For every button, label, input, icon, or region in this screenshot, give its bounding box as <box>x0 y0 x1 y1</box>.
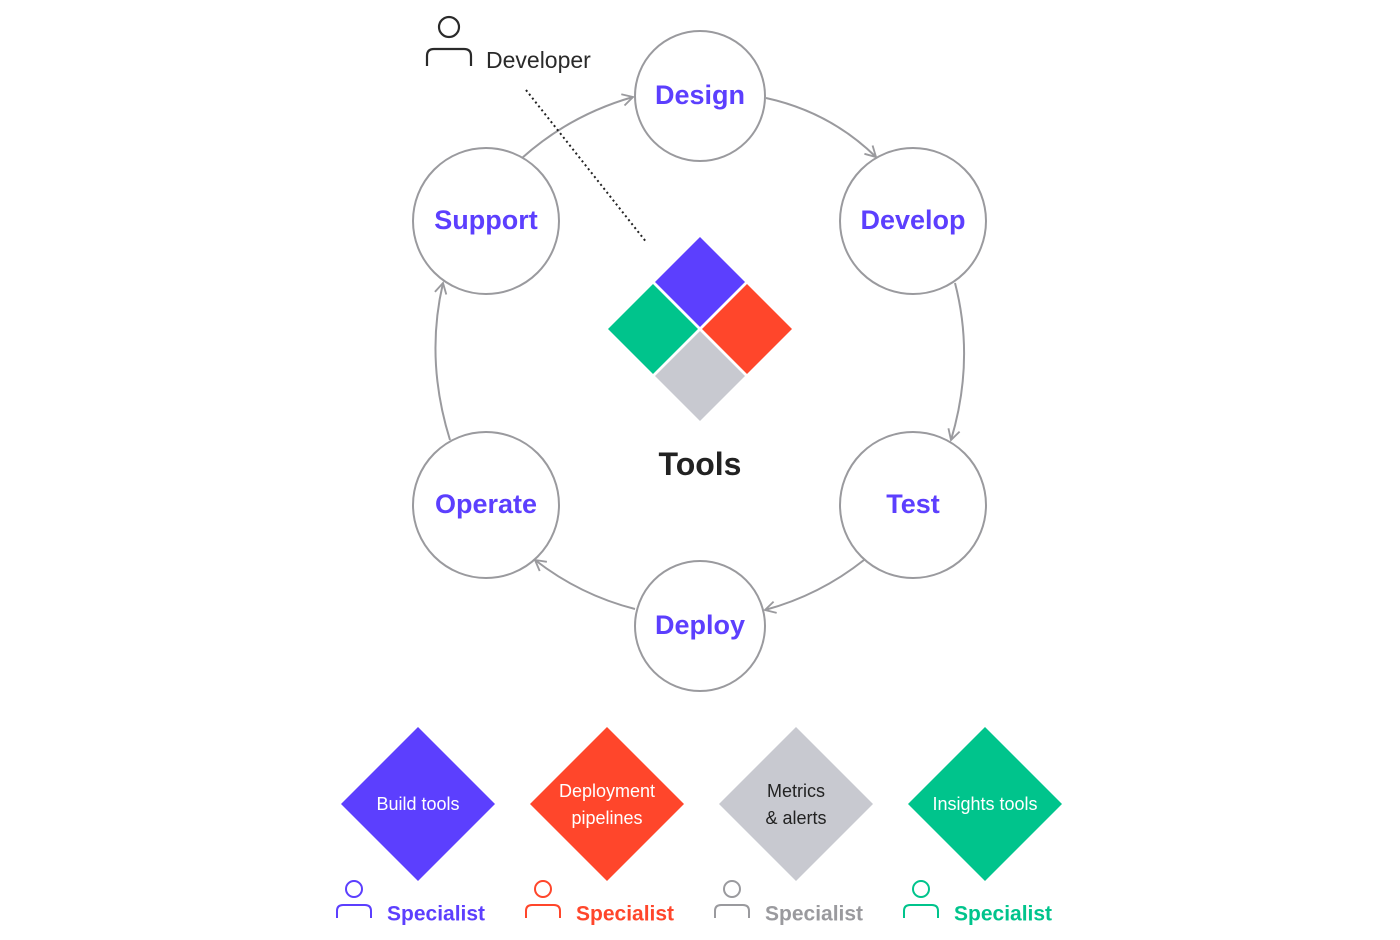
tools-logo <box>608 237 792 421</box>
stage-support: Support <box>412 147 560 295</box>
tools-logo-purple <box>655 237 745 327</box>
stage-develop: Develop <box>839 147 987 295</box>
tool-diamond <box>341 727 495 881</box>
tool-label: Build tools <box>376 794 459 814</box>
tool-diamond <box>719 727 873 881</box>
specialist-person-icon <box>714 880 750 918</box>
stage-deploy: Deploy <box>634 560 766 692</box>
svg-text:Operate: Operate <box>435 489 537 519</box>
arrow-support-to-design <box>521 93 635 159</box>
developer: Developer <box>425 15 591 73</box>
svg-text:Support: Support <box>434 205 537 235</box>
specialist-person-icon <box>336 880 372 918</box>
arrow-test-to-deploy <box>763 559 865 614</box>
specialist-label: Specialist <box>576 903 674 926</box>
stage-operate: Operate <box>412 431 560 579</box>
tool-label: Deployment <box>559 781 655 801</box>
tool-diamond <box>908 727 1062 881</box>
tool-diamond <box>530 727 684 881</box>
stage-design: Design <box>634 30 766 162</box>
tool-label: pipelines <box>571 808 642 828</box>
svg-text:Develop: Develop <box>860 205 965 235</box>
stage-test: Test <box>839 431 987 579</box>
tool-label: & alerts <box>765 808 826 828</box>
specialist-label: Specialist <box>765 903 863 926</box>
svg-text:Design: Design <box>655 80 745 110</box>
tools-logo-green <box>608 284 698 374</box>
specialist-label: Specialist <box>387 903 485 926</box>
specialist-person-icon <box>903 880 939 918</box>
developer-label: Developer <box>486 47 591 73</box>
tool-label: Insights tools <box>932 794 1037 814</box>
arrow-design-to-develop <box>765 97 878 159</box>
arrow-develop-to-test <box>947 282 966 442</box>
tool-label: Metrics <box>767 781 825 801</box>
tools-logo-red <box>702 284 792 374</box>
person-icon <box>425 15 473 66</box>
specialist-person-icon <box>525 880 561 918</box>
svg-text:Test: Test <box>886 489 940 519</box>
tools-logo-gray <box>655 331 745 421</box>
arrow-deploy-to-operate <box>533 558 636 610</box>
tools-label: Tools <box>659 446 742 482</box>
svg-text:Deploy: Deploy <box>655 610 745 640</box>
specialist-label: Specialist <box>954 903 1052 926</box>
arrow-operate-to-support <box>434 281 451 441</box>
